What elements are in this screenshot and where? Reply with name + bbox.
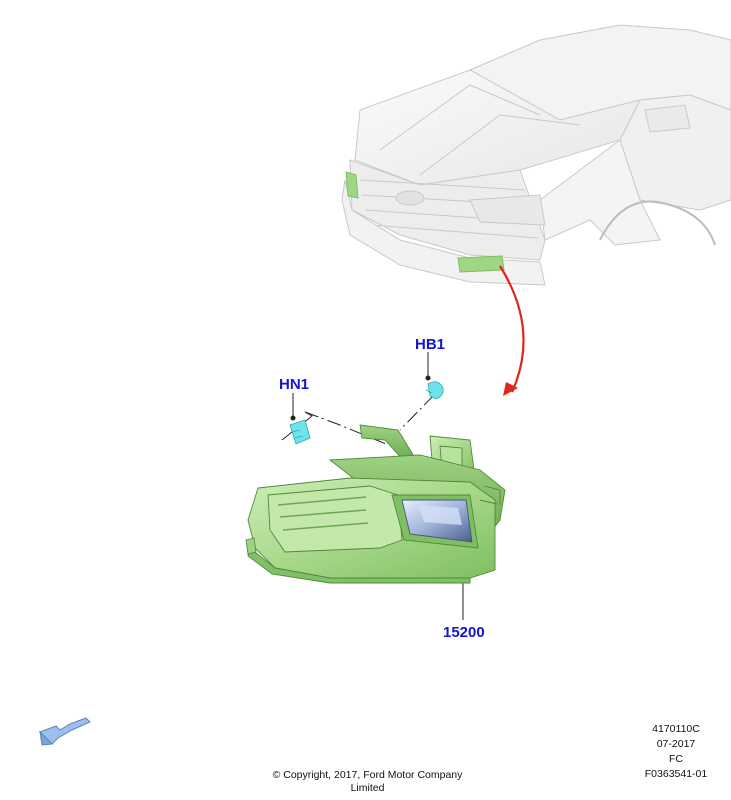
- location-arrow: [499, 265, 525, 396]
- ref-code: FC: [669, 753, 683, 765]
- callout-hn1: HN1: [279, 376, 310, 393]
- callout-part-15200: 15200: [443, 624, 485, 641]
- copyright-text: © Copyright, 2017, Ford Motor Company Li…: [272, 769, 463, 794]
- fog-lamp-bezel: [245, 424, 506, 584]
- direction-arrow-icon: [39, 717, 91, 746]
- callout-hb1: HB1: [415, 336, 446, 353]
- truck-overview: [341, 24, 731, 286]
- clip-hb1: [425, 381, 444, 400]
- ref-date: 07-2017: [656, 738, 696, 750]
- ref-illustration-number: 4170110C: [652, 723, 700, 735]
- ref-figure-id: F0363541-01: [644, 768, 708, 780]
- reference-block: 4170110C 07-2017 FC F0363541-01: [636, 723, 716, 781]
- clip-hn1: [289, 419, 311, 445]
